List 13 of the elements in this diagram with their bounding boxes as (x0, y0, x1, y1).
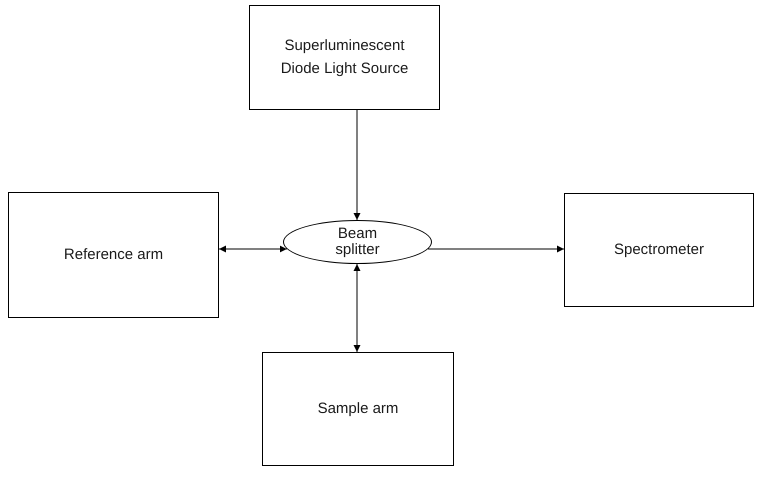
arrow (354, 264, 360, 352)
node-label: Beam splitter (334, 226, 381, 258)
node-label: Sample arm (318, 398, 398, 419)
process-box (564, 193, 754, 307)
node-label: Superluminescent Diode Light Source (280, 36, 410, 78)
node-label: Spectrometer (614, 240, 704, 260)
arrow (218, 246, 288, 252)
arrow (354, 110, 360, 220)
arrow (428, 246, 564, 252)
process-box (8, 192, 219, 318)
process-box (262, 352, 454, 466)
node-label: Reference arm (64, 244, 164, 265)
process-box (249, 5, 440, 110)
